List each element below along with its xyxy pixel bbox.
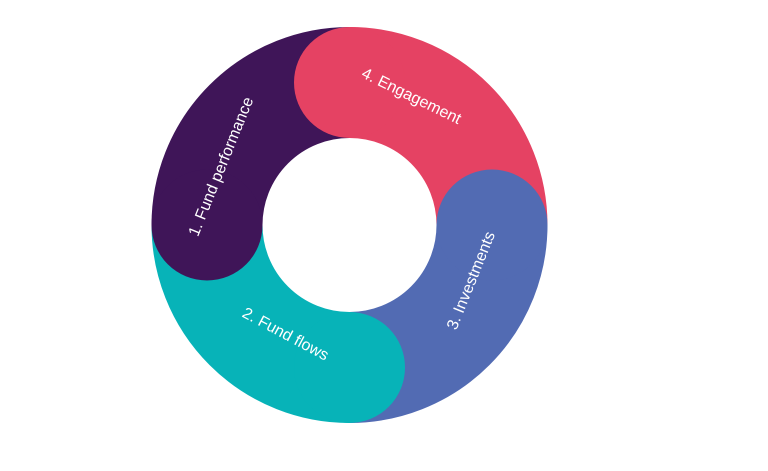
segment-cap-engagement (294, 27, 405, 138)
segment-cap-fund-flows (294, 312, 405, 423)
segment-cap-investments (436, 169, 548, 281)
segment-cap-fund-performance (151, 169, 263, 281)
